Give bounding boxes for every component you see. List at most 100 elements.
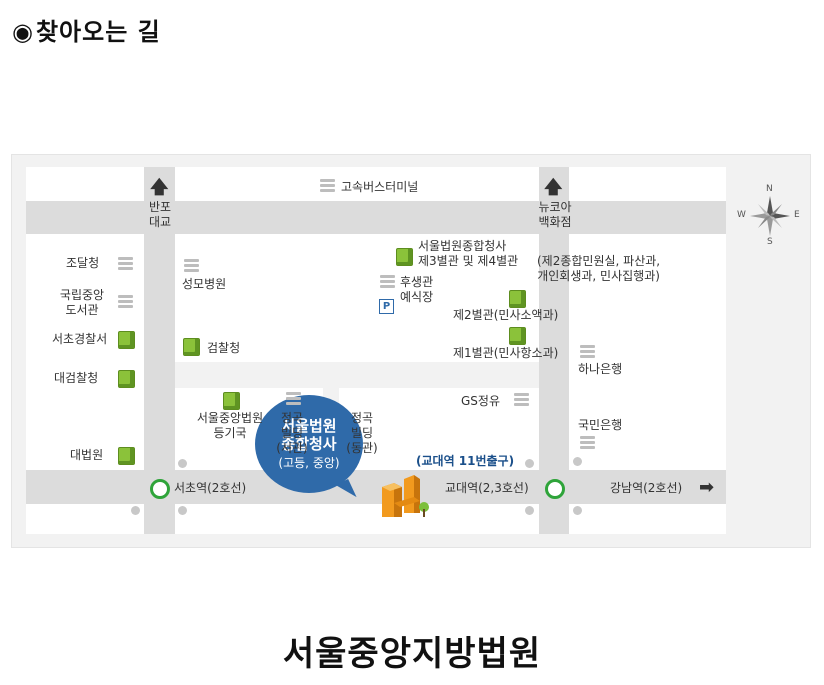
road-horizontal-top <box>26 201 726 234</box>
annex34-line4: 개인회생과, 민사집행과) <box>537 269 660 283</box>
road-vertical-right <box>539 167 569 534</box>
supreme-court-label: 대법원 <box>70 448 104 462</box>
jeonggok-east-line1: 정곡 <box>350 411 374 425</box>
annex1-building-icon <box>509 327 526 345</box>
compass-east: E <box>794 210 800 220</box>
jeonggok-west-building-icon <box>286 392 301 406</box>
jodal-building-icon <box>118 257 133 271</box>
national-library-label: 국립중앙 도서관 <box>52 288 112 318</box>
block-top <box>26 167 726 201</box>
marker-dot <box>573 506 582 515</box>
annex34-line1: 서울법원종합청사 <box>418 239 507 253</box>
registry-line2: 등기국 <box>213 426 247 440</box>
jodal-label: 조달청 <box>66 256 100 270</box>
arrow-up-icon: 🡅 <box>150 177 169 198</box>
kookmin-building-icon <box>580 436 595 450</box>
hana-building-icon <box>580 345 595 359</box>
compass-star-icon <box>750 196 790 236</box>
parking-icon: P <box>379 299 394 314</box>
bubble-line2: 종합청사 <box>281 435 337 453</box>
court-name-title: 서울중앙지방법원 <box>282 634 542 674</box>
jeonggok-west-line3: (서관) <box>276 441 308 455</box>
seongmo-building-icon <box>184 259 199 273</box>
location-map[interactable]: 고속버스터미널 🡅 반포 대교 🡅 뉴코아 백화점 조달청 국립중앙 도서관 서… <box>11 154 811 548</box>
prosecutors-label: 검찰청 <box>207 341 241 355</box>
seocho-police-label: 서초경찰서 <box>52 332 108 346</box>
welfare-building-icon <box>380 275 395 289</box>
newcore-label: 뉴코아 백화점 <box>532 200 578 230</box>
seongmo-hospital-label: 성모병원 <box>182 277 227 291</box>
bullet-icon: ◉ <box>12 18 34 46</box>
jeonggok-west-line1: 정곡 <box>280 411 304 425</box>
bubble-line3: (고등, 중앙) <box>278 456 340 470</box>
bus-terminal-building-icon <box>320 179 335 193</box>
bus-terminal-label: 고속버스터미널 <box>341 180 419 194</box>
supreme-prosecutors-label: 대검찰청 <box>54 371 99 385</box>
gs-building-icon <box>514 393 529 407</box>
jeonggok-east-line3: (동관) <box>346 441 378 455</box>
block-center <box>175 234 539 362</box>
compass-north: N <box>766 184 773 194</box>
prosecutors-building-icon <box>183 338 200 356</box>
jeonggok-east-label: 정곡 빌딩 (동관) <box>340 411 384 456</box>
welfare-line2: 예식장 <box>400 290 434 304</box>
newcore-line1: 뉴코아 <box>538 200 572 214</box>
block-left <box>26 234 144 470</box>
banpo-line1: 반포 <box>148 200 172 214</box>
registry-line1: 서울중앙법원 <box>196 411 264 425</box>
compass-rose: N S W E <box>736 184 804 248</box>
banpo-line2: 대교 <box>148 215 172 229</box>
newcore-line2: 백화점 <box>538 215 572 229</box>
seocho-police-building-icon <box>118 331 135 349</box>
marker-dot <box>573 457 582 466</box>
marker-dot <box>131 506 140 515</box>
annex34-line2: 제3별관 및 제4별관 <box>418 254 519 268</box>
supreme-prosecutors-building-icon <box>118 370 135 388</box>
arrow-right-icon: ➡ <box>699 477 715 498</box>
jeonggok-west-label: 정곡 빌딩 (서관) <box>270 411 314 456</box>
block-right <box>569 234 726 470</box>
registry-building-icon <box>223 392 240 410</box>
jeonggok-east-line2: 빌딩 <box>350 426 374 440</box>
library-line1: 국립중앙 <box>59 288 105 302</box>
compass-south: S <box>767 237 773 247</box>
gangnam-station-label: 강남역(2호선) <box>610 481 683 495</box>
annex2-label: 제2별관(민사소액과) <box>453 308 559 322</box>
marker-dot <box>525 506 534 515</box>
compass-west: W <box>737 210 746 220</box>
marker-dot <box>178 459 187 468</box>
arrow-up-icon: 🡅 <box>544 177 563 198</box>
page-heading: ◉찾아오는 길 <box>12 12 161 47</box>
registry-office-label: 서울중앙법원 등기국 <box>190 411 270 441</box>
road-vertical-left <box>144 167 175 534</box>
gyodae-exit-label: (교대역 11번출구) <box>416 454 515 468</box>
annex34-line3: (제2종합민원실, 파산과, <box>537 254 661 268</box>
hana-bank-label: 하나은행 <box>578 362 623 376</box>
annex34-building-icon <box>396 248 413 266</box>
annex1-label: 제1별관(민사항소과) <box>453 346 559 360</box>
annex2-building-icon <box>509 290 526 308</box>
welfare-line1: 후생관 <box>400 275 434 289</box>
kookmin-bank-label: 국민은행 <box>578 418 623 432</box>
library-line2: 도서관 <box>65 303 99 317</box>
annex34-services-label: (제2종합민원실, 파산과, 개인회생과, 민사집행과) <box>537 254 660 284</box>
road-horizontal-bottom <box>26 470 726 504</box>
seocho-station-label: 서초역(2호선) <box>174 481 247 495</box>
gyodae-station-icon <box>545 479 565 499</box>
court-complex-building-icon <box>382 475 429 517</box>
marker-dot <box>178 506 187 515</box>
library-building-icon <box>118 295 133 309</box>
block-lower-mid <box>339 388 539 470</box>
welfare-hall-label: 후생관 예식장 <box>400 275 433 305</box>
supreme-court-building-icon <box>118 447 135 465</box>
marker-dot <box>525 459 534 468</box>
gs-oil-label: GS정유 <box>461 394 500 408</box>
bubble-line1: 서울법원 <box>281 417 337 435</box>
block-bottom <box>26 504 726 534</box>
main-court-bubble[interactable]: 서울법원 종합청사 (고등, 중앙) <box>255 395 363 493</box>
annex34-label: 서울법원종합청사 제3별관 및 제4별관 <box>418 239 518 269</box>
seocho-station-icon <box>150 479 170 499</box>
gyodae-station-label: 교대역(2,3호선) <box>445 481 529 495</box>
banpo-bridge-label: 반포 대교 <box>145 200 175 230</box>
jeonggok-west-line2: 빌딩 <box>280 426 304 440</box>
